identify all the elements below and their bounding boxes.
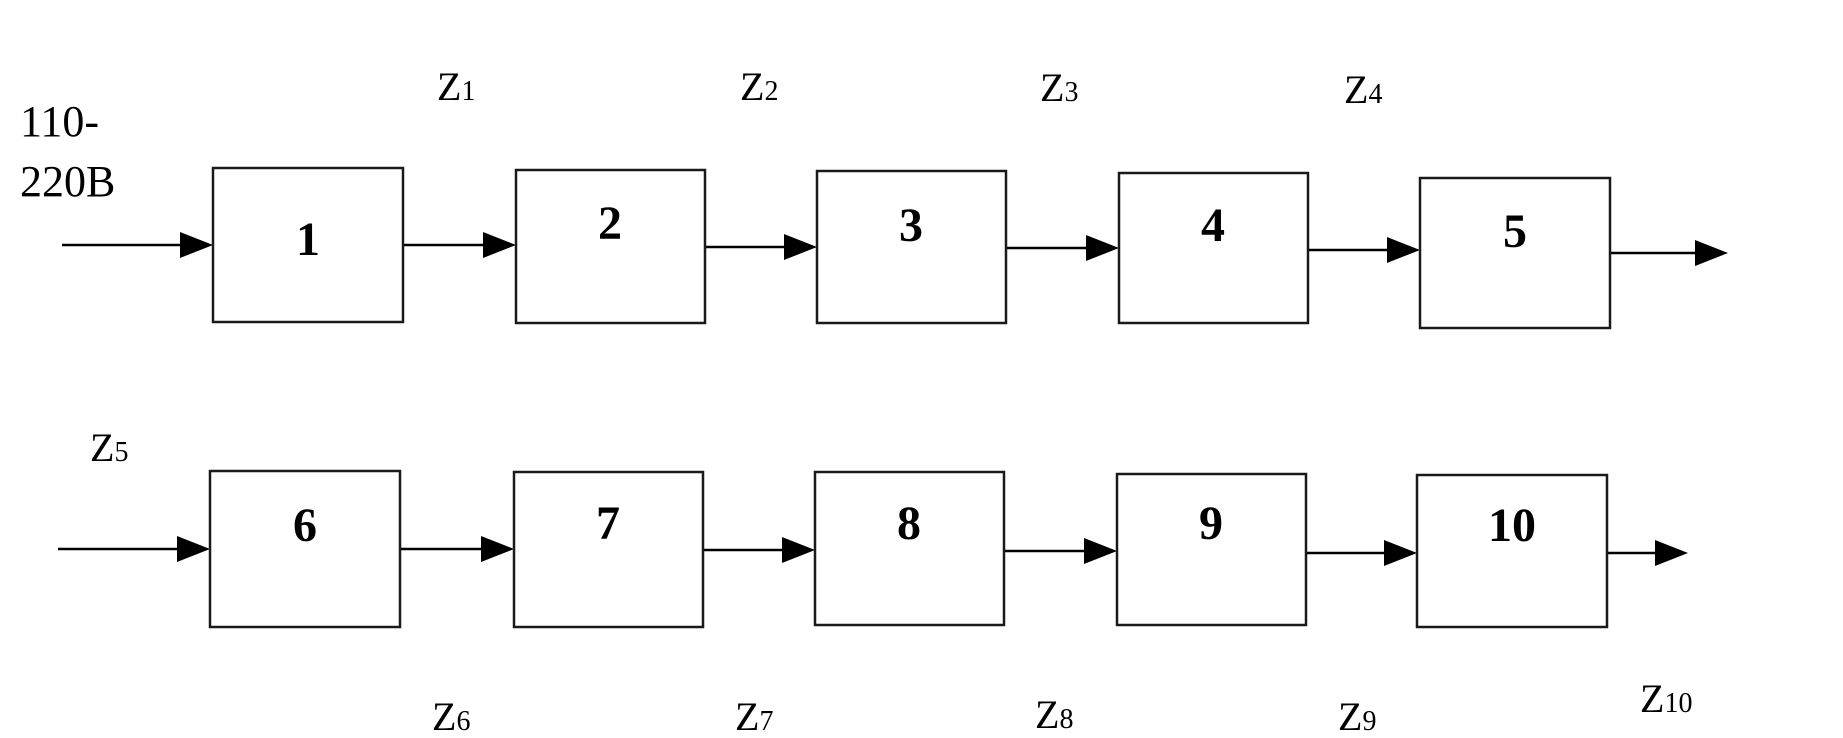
block-9	[1115, 472, 1308, 627]
block-4-label: 4	[1201, 199, 1225, 252]
signal-z2-sub: 2	[764, 76, 778, 107]
signal-z4-base: Z	[1344, 67, 1368, 112]
arrowhead-block-10	[1384, 540, 1417, 566]
block-10	[1415, 473, 1609, 629]
signal-z1-base: Z	[437, 64, 461, 109]
block-8-label: 8	[897, 497, 921, 550]
block-5-label: 5	[1503, 205, 1527, 258]
signal-z7: Z7	[735, 694, 773, 738]
arrowhead-block-4	[1086, 235, 1119, 261]
signal-z9-sub: 9	[1362, 706, 1376, 737]
signal-z2-base: Z	[740, 64, 764, 109]
arrowhead-block-6	[177, 536, 210, 562]
signal-z7-base: Z	[735, 694, 759, 738]
signal-z10: Z10	[1640, 676, 1692, 721]
arrowhead-block-7	[481, 536, 514, 562]
block-7-label: 7	[596, 497, 620, 550]
block-8	[813, 470, 1006, 627]
signal-z3-base: Z	[1040, 65, 1064, 110]
arrowhead-block-8	[782, 537, 815, 563]
signal-z5: Z5	[90, 425, 128, 470]
input-voltage-label-line2: 220B	[20, 157, 115, 206]
signal-z6-sub: 6	[456, 706, 470, 737]
signal-z9-base: Z	[1338, 694, 1362, 738]
block-3-label: 3	[899, 199, 923, 252]
block-1-label: 1	[296, 213, 320, 266]
arrowhead-block-5	[1387, 237, 1420, 263]
signal-z10-base: Z	[1640, 676, 1664, 721]
arrowhead-block-2	[483, 232, 516, 258]
arrowhead-block-1	[180, 232, 213, 258]
block-2	[514, 168, 707, 325]
signal-z4: Z4	[1344, 67, 1382, 112]
block-3	[815, 169, 1008, 325]
arrowhead-block-9	[1084, 538, 1117, 564]
signal-z5-sub: 5	[114, 437, 128, 468]
signal-z10-sub: 10	[1664, 688, 1692, 719]
signal-z3-sub: 3	[1064, 77, 1078, 108]
arrowhead-output-row1	[1695, 240, 1728, 266]
block-4	[1117, 171, 1310, 325]
block-5	[1418, 176, 1612, 330]
input-voltage-label-line1: 110-	[20, 97, 99, 146]
signal-z1-sub: 1	[461, 76, 475, 107]
signal-z5-base: Z	[90, 425, 114, 470]
block-6	[208, 469, 402, 629]
arrowhead-output-row2	[1655, 540, 1688, 566]
signal-z1: Z1	[437, 64, 475, 109]
signal-z8-sub: 8	[1059, 704, 1073, 735]
signal-z9: Z9	[1338, 694, 1376, 738]
signal-z4-sub: 4	[1368, 79, 1382, 110]
signal-z3: Z3	[1040, 65, 1078, 110]
signal-z6-base: Z	[432, 694, 456, 738]
signal-z2: Z2	[740, 64, 778, 109]
block-7	[512, 470, 705, 629]
arrowhead-block-3	[784, 234, 817, 260]
block-2-label: 2	[598, 197, 622, 250]
signal-z7-sub: 7	[759, 706, 773, 737]
signal-z8: Z8	[1035, 692, 1073, 737]
block-10-label: 10	[1488, 499, 1536, 552]
signal-z6: Z6	[432, 694, 470, 738]
block-1	[211, 166, 405, 324]
block-6-label: 6	[293, 499, 317, 552]
signal-z8-base: Z	[1035, 692, 1059, 737]
block-9-label: 9	[1199, 497, 1223, 550]
